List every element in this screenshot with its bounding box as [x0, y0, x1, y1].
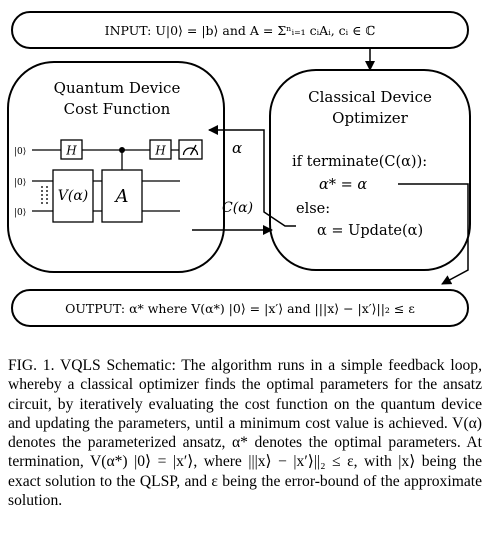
ket-mid: |0⟩ — [14, 178, 26, 188]
optimizer-to-output-arrow — [398, 183, 469, 285]
gate-v-alpha — [52, 169, 94, 223]
control-dot — [119, 147, 125, 153]
gate-h-second-label: H — [154, 144, 166, 158]
optimizer-line3: else: — [296, 201, 330, 217]
gate-a — [101, 169, 143, 223]
figure-caption: FIG. 1. VQLS Schematic: The algorithm ru… — [8, 356, 482, 510]
quantum-title-line1: Quantum Device — [54, 79, 181, 97]
caption-text: VQLS Schematic: The algorithm runs in a … — [8, 357, 482, 510]
output-text: OUTPUT: α* where V(α*) |0⟩ = |x′⟩ and ||… — [65, 301, 415, 316]
output-box — [11, 289, 469, 327]
cost-label: C(α) — [222, 200, 253, 216]
quantum-title-line2: Cost Function — [64, 100, 171, 118]
classical-title-line1: Classical Device — [308, 88, 432, 106]
meter-icon — [182, 144, 199, 156]
classical-title-line2: Optimizer — [332, 109, 409, 127]
optimizer-line2: α* = α — [319, 177, 367, 193]
alpha-feedback-arrow — [208, 125, 296, 227]
gate-v-alpha-label: V(α) — [58, 188, 89, 204]
ket-top: |0⟩ — [14, 147, 26, 157]
classical-device-box — [269, 69, 471, 271]
optimizer-line1: if terminate(C(α)): — [292, 154, 427, 170]
ket-bot: |0⟩ — [14, 208, 26, 218]
measurement-gate — [178, 139, 203, 160]
alpha-label: α — [232, 139, 242, 157]
vqls-schematic-figure: INPUT: U|0⟩ = |b⟩ and A = Σⁿᵢ₌₁ cᵢAᵢ, cᵢ… — [7, 11, 471, 327]
gate-h-second — [149, 139, 172, 160]
input-text: INPUT: U|0⟩ = |b⟩ and A = Σⁿᵢ₌₁ cᵢAᵢ, cᵢ… — [105, 23, 376, 38]
optimizer-line4: α = Update(α) — [317, 223, 423, 239]
gate-a-label: A — [114, 186, 129, 207]
gate-h-first — [60, 139, 83, 160]
input-box — [11, 11, 469, 49]
gate-h-first-label: H — [65, 144, 77, 158]
caption-label: FIG. 1. — [8, 357, 55, 374]
